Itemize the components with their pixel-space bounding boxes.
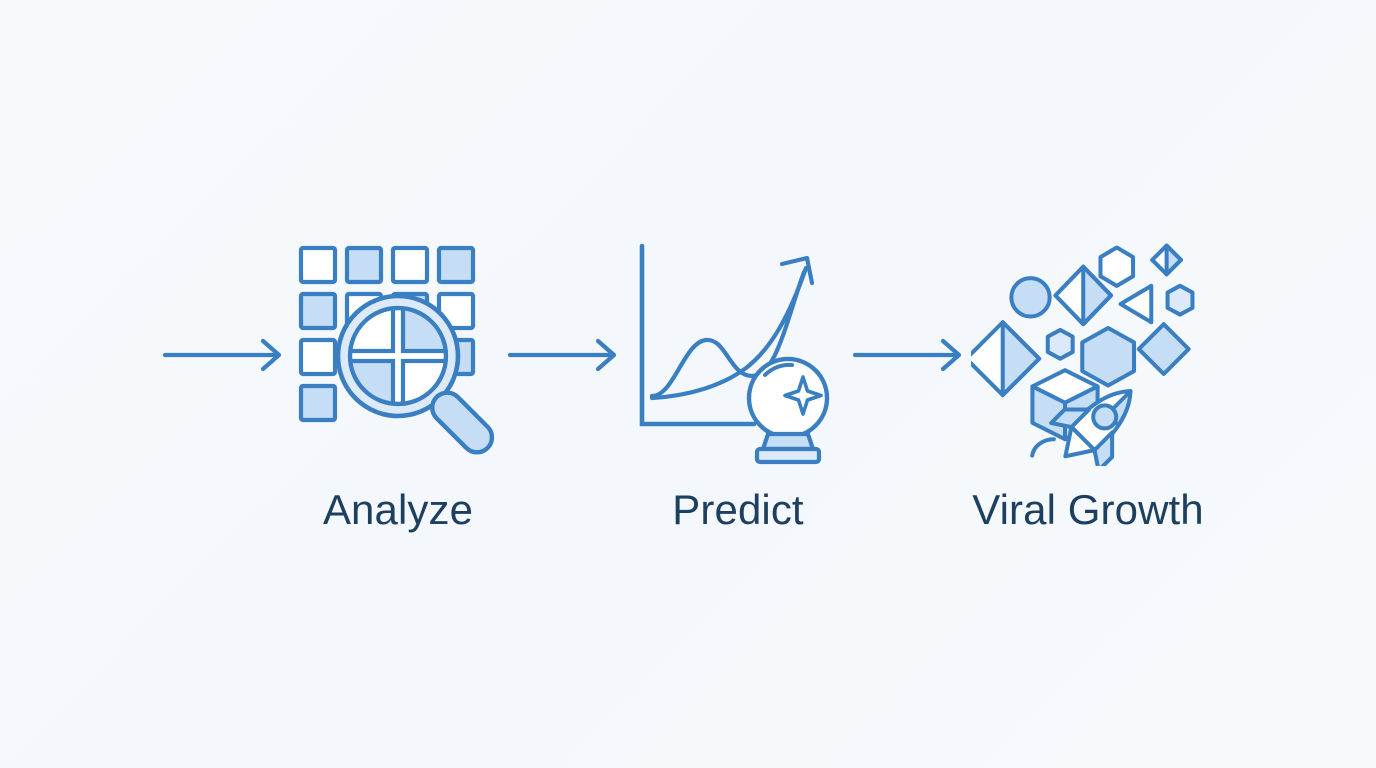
diamond-left-split-shape (970, 320, 1041, 398)
arrow-predict-viral-icon (852, 338, 961, 372)
exponential-curve (649, 265, 808, 401)
rocket-fin-left (1048, 407, 1091, 430)
arrow-in-icon (162, 338, 281, 372)
hexagon-shape (1097, 245, 1135, 288)
hexagon-tiny-shape (1045, 327, 1075, 361)
bell-curve (649, 269, 806, 399)
circle-shape (1008, 276, 1052, 319)
step-predict[interactable]: Predict (626, 236, 851, 532)
rocket-window-icon (1090, 403, 1118, 431)
rocket-fin-right (1092, 430, 1114, 466)
crystal-ball-sparkle-icon (782, 375, 823, 416)
arrow-analyze-predict-icon (507, 338, 616, 372)
step-analyze[interactable]: Analyze (291, 236, 506, 532)
step-label-predict: Predict (672, 485, 804, 533)
growth-chart-with-crystal-ball-icon (639, 243, 829, 465)
magnifier-lens-rim (347, 305, 448, 407)
magnifying-glass-over-data-grid-icon (298, 245, 494, 455)
diamond-right-shape (1136, 322, 1191, 376)
step-viral-growth[interactable]: Viral Growth (970, 236, 1206, 533)
crystal-ball-base (754, 431, 821, 465)
rocket-body-bottom (1062, 425, 1097, 459)
crystal-ball (746, 356, 829, 440)
diamond-split-shape (1149, 243, 1183, 277)
rocket-icon (1029, 389, 1132, 466)
scattered-shapes-with-rocket-icon (970, 243, 1194, 466)
rocket-flame-icon (1029, 437, 1056, 458)
hexagon-large-shape (1079, 325, 1136, 388)
step-label-viral-growth: Viral Growth (972, 485, 1204, 533)
magnifier-handle (429, 390, 494, 455)
chart-axes (639, 243, 756, 427)
crystal-ball-highlight (762, 362, 794, 377)
diamond-large-split-shape (1052, 264, 1113, 327)
exponential-curve-arrowhead (779, 255, 814, 286)
hexagon-small-shape (1165, 283, 1194, 317)
step-label-analyze: Analyze (322, 485, 474, 533)
triangle-shape (1118, 283, 1153, 325)
